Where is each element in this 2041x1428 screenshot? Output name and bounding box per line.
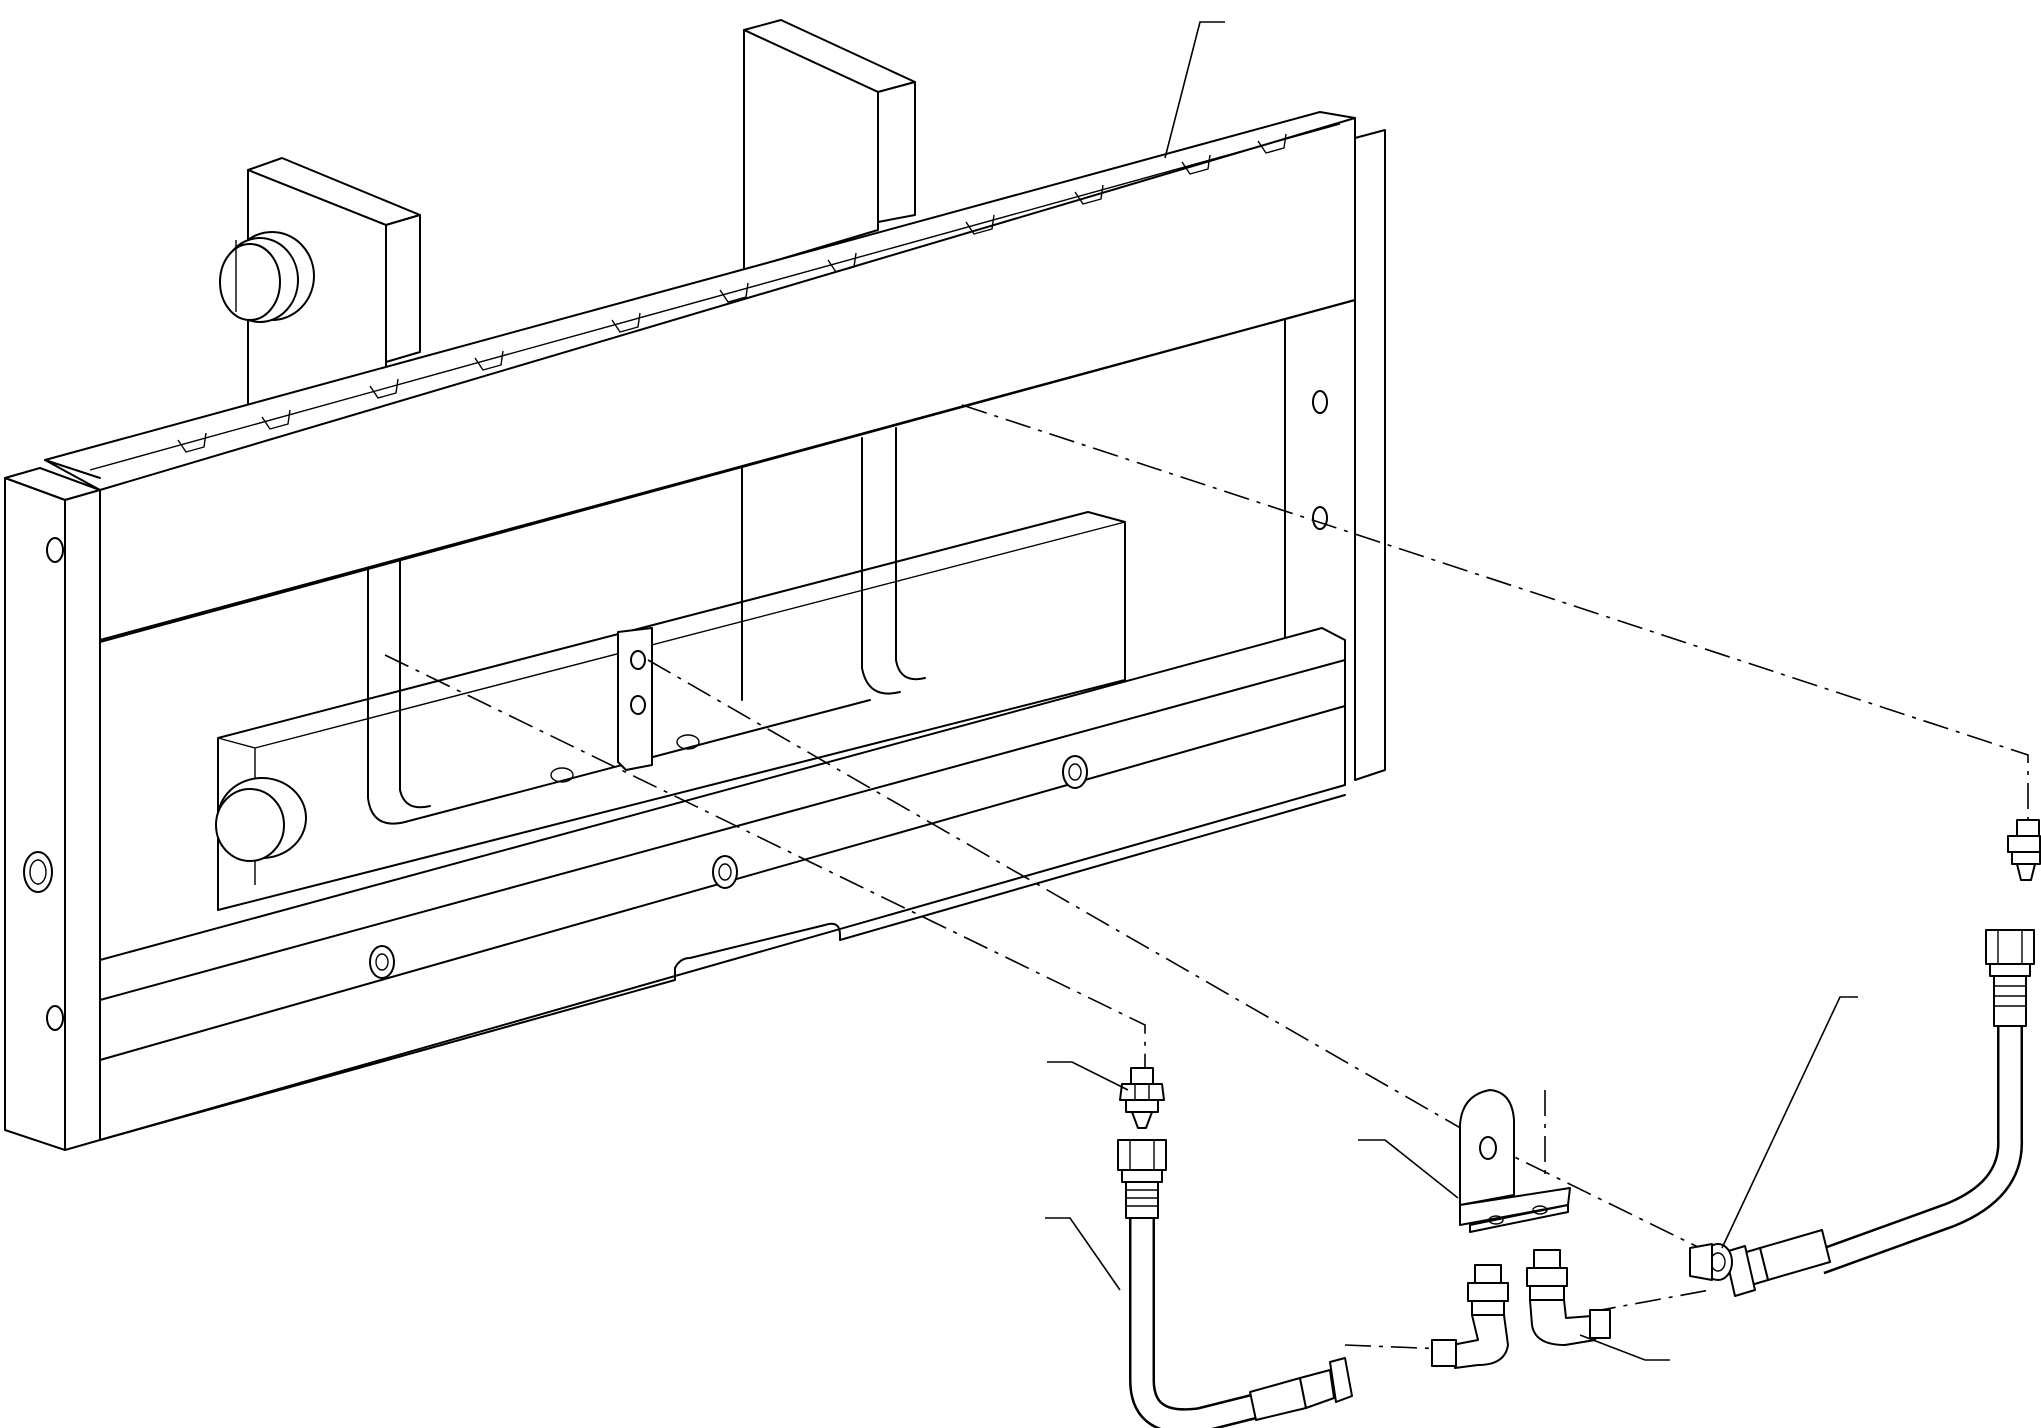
inner-uprights <box>367 427 926 825</box>
callout-top-rail <box>1164 21 1225 159</box>
bolt-rail-center <box>712 855 738 889</box>
fitting-right <box>2007 819 2041 881</box>
left-end-plate <box>4 467 101 1151</box>
hole-left-center <box>23 851 53 893</box>
carriage-frame <box>4 19 1386 1151</box>
lower-rear-block <box>217 511 1126 911</box>
hose-right <box>1689 929 2035 1297</box>
callout-hose-left <box>1045 1217 1121 1291</box>
fitting-left <box>1119 1067 1165 1129</box>
bolt-rail-right <box>1062 755 1088 789</box>
top-rail-notches <box>89 123 1341 471</box>
mounting-tab <box>550 627 700 783</box>
hole-right-lower <box>1312 506 1328 530</box>
hole-right-upper <box>1312 390 1328 414</box>
callout-leaders <box>1045 21 1858 1361</box>
bracket <box>1459 1089 1571 1233</box>
callout-fitting-left <box>1047 1061 1129 1091</box>
elbow-fitting-left <box>1431 1264 1509 1369</box>
elbow-fitting-right <box>1526 1249 1611 1346</box>
hose-left <box>1117 1139 1353 1428</box>
hole-left-upper <box>46 537 64 563</box>
callout-elbow-right <box>1579 1334 1670 1361</box>
rear-plate-center <box>743 19 916 271</box>
right-end-plate <box>1284 129 1386 781</box>
top-rail <box>44 111 1356 643</box>
callout-bracket <box>1358 1139 1459 1199</box>
callout-swivel-fitting <box>1721 996 1858 1249</box>
hole-left-lower <box>46 1005 64 1031</box>
bolt-rail-left <box>369 945 395 979</box>
rear-plate-left <box>219 157 421 406</box>
